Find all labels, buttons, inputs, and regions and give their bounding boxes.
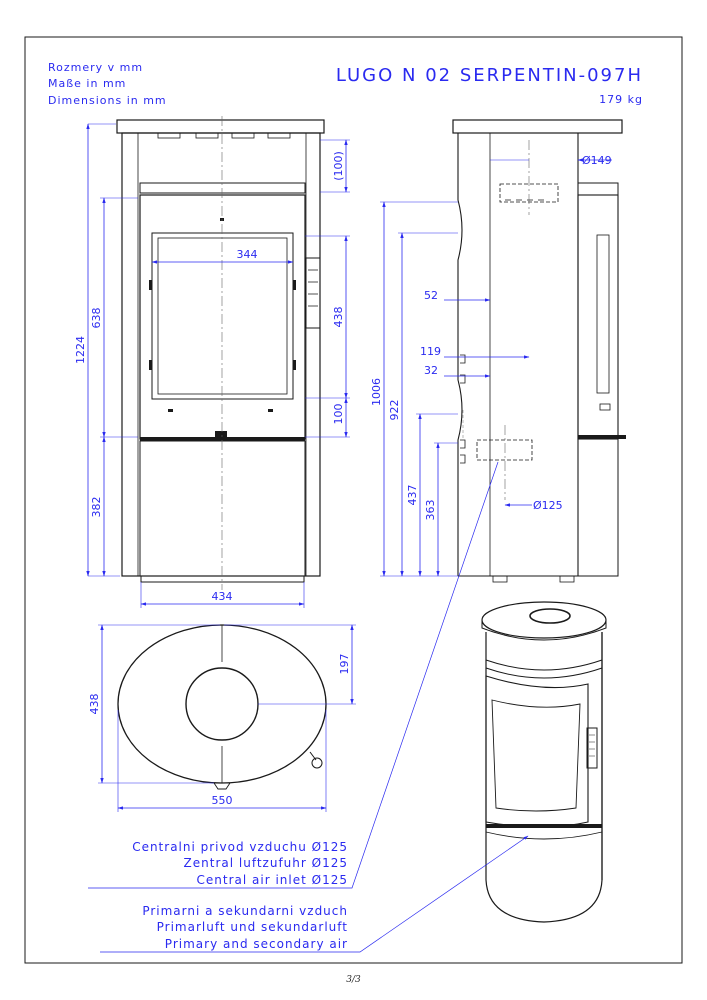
front-base-foot	[140, 575, 305, 583]
front-shelf	[139, 182, 306, 194]
title-block: Rozmery v mm Maße in mm Dimensions in mm…	[48, 61, 643, 107]
hinge-upper-l	[149, 280, 152, 290]
dim-1224: 1224	[74, 336, 87, 364]
side-door-glass	[596, 234, 610, 394]
stove-weight: 179 kg	[599, 93, 643, 106]
side-top-plate	[452, 119, 623, 134]
dim-434: 434	[212, 590, 233, 603]
door-handle	[305, 257, 321, 329]
sheet-frame	[24, 36, 683, 964]
central-air-cz: Centralni privod vzduchu Ø125	[132, 840, 348, 854]
dim-363: 363	[424, 500, 437, 521]
dim-32: 32	[424, 364, 438, 377]
primary-air-en: Primary and secondary air	[165, 937, 348, 951]
dim-plan-438: 438	[88, 694, 101, 715]
dim-100-lower: 100	[332, 404, 345, 425]
iso-top-flue	[529, 608, 571, 624]
dim-382: 382	[90, 497, 103, 518]
iso-window	[491, 699, 581, 812]
front-door-frame	[151, 232, 294, 400]
dim-438-window: 438	[332, 307, 345, 328]
side-ash-lip	[578, 435, 626, 439]
plan-handle-knob	[311, 757, 323, 769]
plan-dimensions: 438 197 550	[88, 624, 356, 812]
model-name: LUGO N 02 SERPENTIN-097H	[336, 65, 643, 86]
dim-344: 344	[237, 248, 258, 261]
dim-638: 638	[90, 308, 103, 329]
top-vent-4	[267, 132, 291, 139]
iso-top-plate	[481, 601, 607, 639]
top-vent-2	[195, 132, 219, 139]
iso-door	[485, 675, 589, 828]
door-mark-left	[168, 409, 173, 412]
central-air-en: Central air inlet Ø125	[197, 873, 348, 887]
callout-central-air: Centralni privod vzduchu Ø125 Zentral lu…	[88, 461, 499, 889]
iso-view	[481, 601, 607, 923]
side-door-latch	[599, 403, 611, 411]
front-view	[116, 116, 325, 590]
front-door	[139, 194, 306, 440]
front-top-plate	[116, 119, 325, 134]
units-line-2: Maße in mm	[48, 77, 126, 90]
plan-view	[117, 624, 327, 790]
central-air-leader	[88, 461, 499, 889]
central-air-de: Zentral luftzufuhr Ø125	[184, 856, 348, 870]
side-view	[452, 119, 626, 583]
side-foot-front	[559, 575, 575, 583]
top-vent-1	[157, 132, 181, 139]
side-shelf	[577, 182, 619, 196]
iso-ash-strip	[486, 824, 602, 828]
hinge-upper-r	[293, 280, 296, 290]
side-foot-back	[492, 575, 508, 583]
dim-flue-149: Ø149	[582, 154, 612, 167]
dim-plan-197: 197	[338, 654, 351, 675]
units-line-1: Rozmery v mm	[48, 61, 143, 74]
dim-922: 922	[388, 400, 401, 421]
plan-flue-circle	[185, 667, 259, 741]
ash-strip	[140, 437, 305, 441]
units-line-3: Dimensions in mm	[48, 94, 167, 107]
dim-437: 437	[406, 485, 419, 506]
front-window	[157, 237, 288, 395]
dim-inlet-125: Ø125	[533, 499, 563, 512]
dim-100-top: (100)	[332, 151, 345, 181]
top-vent-3	[231, 132, 255, 139]
hinge-lower-l	[149, 360, 152, 370]
callout-primary-air: Primarni a sekundarni vzduch Primarluft …	[100, 835, 529, 953]
inlet-duct	[476, 439, 533, 461]
iso-body	[485, 632, 603, 923]
primary-air-leader	[100, 835, 529, 953]
primary-air-cz: Primarni a sekundarni vzduch	[142, 904, 348, 918]
hinge-lower-r	[293, 360, 296, 370]
dim-plan-550: 550	[212, 794, 233, 807]
side-dimensions: Ø149 52 119 32 1006 922 437 363 Ø125	[370, 154, 612, 577]
air-lever	[215, 431, 227, 437]
iso-shelf	[485, 659, 603, 679]
front-lower-cover	[139, 440, 306, 577]
side-back-profile	[457, 133, 463, 576]
page-number: 3/3	[346, 975, 361, 985]
side-lower	[577, 438, 619, 577]
dim-52: 52	[424, 289, 438, 302]
door-mark-right	[268, 409, 273, 412]
front-dimensions: 1224 638 382 344 438 100 (100) 434	[74, 123, 350, 608]
dim-1006: 1006	[370, 378, 383, 406]
dim-119: 119	[420, 345, 441, 358]
primary-air-de: Primarluft und sekundarluft	[157, 920, 348, 934]
side-door	[577, 194, 619, 440]
plan-front-tab	[213, 782, 231, 790]
